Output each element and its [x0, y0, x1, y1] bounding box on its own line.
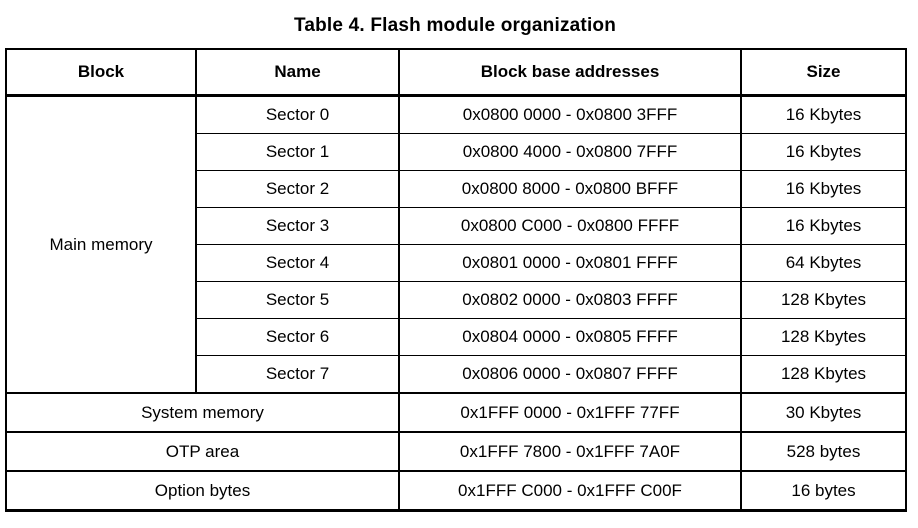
block-size: 16 bytes [740, 470, 907, 512]
block-address-range: 0x1FFF 0000 - 0x1FFF 77FF [398, 392, 742, 433]
column-header-addresses: Block base addresses [398, 48, 742, 97]
table-title: Table 4. Flash module organization [293, 15, 617, 36]
sector-address-range: 0x0801 0000 - 0x0801 FFFF [398, 244, 742, 282]
sector-size: 16 Kbytes [740, 207, 907, 245]
header-row: Block Name Block base addresses Size [5, 48, 907, 97]
column-header-block: Block [5, 48, 197, 97]
block-address-range: 0x1FFF C000 - 0x1FFF C00F [398, 470, 742, 512]
table-row-sector-7: Sector 7 0x0806 0000 - 0x0807 FFFF 128 K… [6, 355, 907, 394]
table-row-sector-4: Sector 4 0x0801 0000 - 0x0801 FFFF 64 Kb… [6, 244, 907, 282]
sector-address-range: 0x0800 C000 - 0x0800 FFFF [398, 207, 742, 245]
column-header-size: Size [740, 48, 907, 97]
sector-size: 16 Kbytes [740, 133, 907, 171]
sector-address-range: 0x0800 4000 - 0x0800 7FFF [398, 133, 742, 171]
table-row-sector-3: Sector 3 0x0800 C000 - 0x0800 FFFF 16 Kb… [6, 207, 907, 245]
sector-address-range: 0x0806 0000 - 0x0807 FFFF [398, 355, 742, 394]
sector-name: Sector 3 [195, 207, 400, 245]
table-row-otp-area: OTP area 0x1FFF 7800 - 0x1FFF 7A0F 528 b… [5, 431, 907, 472]
block-size: 528 bytes [740, 431, 907, 472]
sector-size: 128 Kbytes [740, 318, 907, 356]
sector-address-range: 0x0804 0000 - 0x0805 FFFF [398, 318, 742, 356]
block-label: System memory [5, 392, 400, 433]
main-memory-block-cell: Main memory [5, 95, 197, 394]
table-row-sector-5: Sector 5 0x0802 0000 - 0x0803 FFFF 128 K… [6, 281, 907, 319]
table-row-sector-6: Sector 6 0x0804 0000 - 0x0805 FFFF 128 K… [6, 318, 907, 356]
sector-size: 128 Kbytes [740, 355, 907, 394]
column-header-name: Name [195, 48, 400, 97]
block-label: OTP area [5, 431, 400, 472]
sector-name: Sector 4 [195, 244, 400, 282]
block-label: Option bytes [5, 470, 400, 512]
sector-size: 16 Kbytes [740, 170, 907, 208]
sector-name: Sector 5 [195, 281, 400, 319]
flash-module-table: Block Name Block base addresses Size Mai… [5, 48, 907, 512]
sector-size: 128 Kbytes [740, 281, 907, 319]
table-row-sector-2: Sector 2 0x0800 8000 - 0x0800 BFFF 16 Kb… [6, 170, 907, 208]
sector-name: Sector 2 [195, 170, 400, 208]
table-row-system-memory: System memory 0x1FFF 0000 - 0x1FFF 77FF … [5, 392, 907, 433]
sector-name: Sector 1 [195, 133, 400, 171]
block-address-range: 0x1FFF 7800 - 0x1FFF 7A0F [398, 431, 742, 472]
sector-address-range: 0x0800 0000 - 0x0800 3FFF [398, 95, 742, 134]
table-row-option-bytes: Option bytes 0x1FFF C000 - 0x1FFF C00F 1… [5, 470, 907, 512]
sector-size: 64 Kbytes [740, 244, 907, 282]
sector-address-range: 0x0802 0000 - 0x0803 FFFF [398, 281, 742, 319]
sector-name: Sector 6 [195, 318, 400, 356]
sector-size: 16 Kbytes [740, 95, 907, 134]
sector-name: Sector 7 [195, 355, 400, 394]
sector-name: Sector 0 [195, 95, 400, 134]
block-size: 30 Kbytes [740, 392, 907, 433]
document-page: Table 4. Flash module organization Block… [5, 12, 907, 512]
sector-address-range: 0x0800 8000 - 0x0800 BFFF [398, 170, 742, 208]
table-row-sector-0: Main memory Sector 0 0x0800 0000 - 0x080… [5, 95, 907, 394]
table-row-sector-1: Sector 1 0x0800 4000 - 0x0800 7FFF 16 Kb… [6, 133, 907, 171]
